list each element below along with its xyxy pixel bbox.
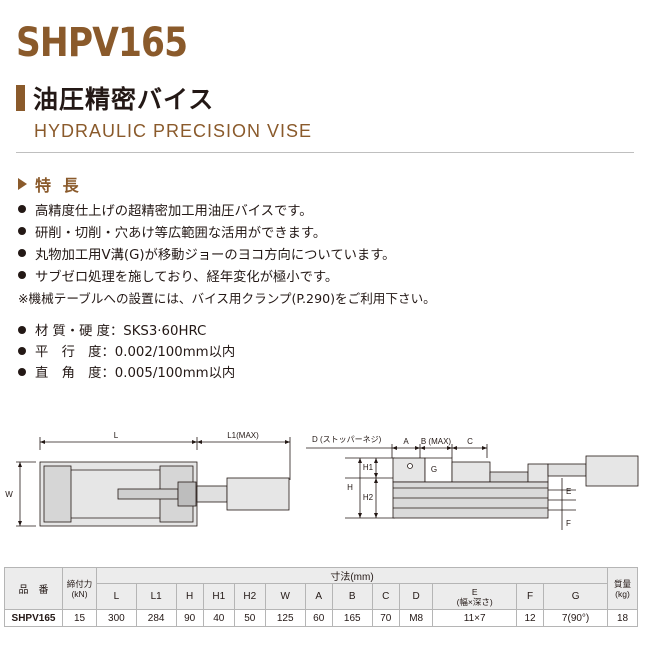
col-header-h: H <box>175 583 204 610</box>
col-header-force: 締付力(kN) <box>62 567 97 610</box>
feature-item: サブゼロ処理を施しており、経年変化が極小です。 <box>18 264 638 286</box>
triangle-bullet-icon <box>18 178 27 190</box>
col-header-dims: 寸法(mm) <box>96 567 608 584</box>
cell-b: 165 <box>331 609 373 627</box>
col-header-w: W <box>264 583 306 610</box>
cell-e: 11×7 <box>432 609 517 627</box>
cell-a: 60 <box>304 609 333 627</box>
cell-h1: 40 <box>202 609 235 627</box>
cell-force: 15 <box>62 609 97 627</box>
installation-note: ※機械テーブルへの設置には、バイス用クランプ(P.290)をご利用下さい。 <box>18 290 436 306</box>
col-header-weight: 質量(kg) <box>607 567 638 610</box>
bullet-icon <box>18 249 26 257</box>
side-view-arrows <box>358 446 487 518</box>
col-header-l1: L1 <box>135 583 177 610</box>
feature-item: 高精度仕上げの超精密加工用油圧バイスです。 <box>18 198 638 220</box>
col-header-e-sub: (幅×深さ) <box>456 596 493 607</box>
spec-value: ：SKS3·60HRC <box>109 324 207 339</box>
cell-d: M8 <box>398 609 434 627</box>
col-header-f: F <box>515 583 545 610</box>
cell-l1: 284 <box>135 609 177 627</box>
bullet-icon <box>18 271 26 279</box>
model-number: SHPV165 <box>16 20 188 66</box>
spec-label: 材 質・硬 度 <box>35 324 110 339</box>
col-header-weight-unit: (kg) <box>615 588 630 599</box>
title-accent-bar <box>16 85 25 111</box>
divider-top <box>16 152 634 153</box>
feature-text: 研削・切削・穴あけ等広範囲な活用ができます。 <box>35 225 327 241</box>
col-header-e: E(幅×深さ) <box>432 583 517 610</box>
spec-item: 直 角 度：0.005/100mm以内 <box>18 361 638 382</box>
dim-label-e: E <box>566 487 571 496</box>
feature-item: 丸物加工用V溝(G)が移動ジョーのヨコ方向についています。 <box>18 242 638 264</box>
spec-value: ：0.002/100mm以内 <box>101 345 236 360</box>
dim-label-h2: H2 <box>363 493 374 502</box>
feature-text: 高精度仕上げの超精密加工用油圧バイスです。 <box>35 203 313 219</box>
dim-label-c: C <box>467 437 473 446</box>
col-header-a: A <box>304 583 333 610</box>
bullet-icon <box>18 205 26 213</box>
col-header-h2: H2 <box>233 583 266 610</box>
col-header-weight-label: 質量 <box>613 578 631 589</box>
spec-value: ：0.005/100mm以内 <box>101 366 236 381</box>
dim-label-a: A <box>403 437 409 446</box>
cell-f: 12 <box>515 609 545 627</box>
features-list: 高精度仕上げの超精密加工用油圧バイスです。 研削・切削・穴あけ等広範囲な活用がで… <box>18 198 638 308</box>
cell-weight: 18 <box>607 609 638 627</box>
feature-item: 研削・切削・穴あけ等広範囲な活用ができます。 <box>18 220 638 242</box>
table-row: SHPV165 15 300 284 90 40 50 125 60 165 7… <box>4 609 638 627</box>
spec-label: 直 角 度 <box>35 366 102 381</box>
col-header-name: 品 番 <box>4 567 63 610</box>
feature-text: 丸物加工用V溝(G)が移動ジョーのヨコ方向についています。 <box>35 247 396 263</box>
col-header-c: C <box>371 583 400 610</box>
product-title: 油圧精密バイス <box>16 80 214 116</box>
technical-drawings: L L1(MAX) W <box>5 431 639 530</box>
col-header-force-label: 締付力 <box>66 578 93 589</box>
cell-w: 125 <box>264 609 306 627</box>
spec-item: 平 行 度：0.002/100mm以内 <box>18 340 638 361</box>
title-english: HYDRAULIC PRECISION VISE <box>34 121 313 141</box>
col-header-h1: H1 <box>202 583 235 610</box>
col-header-g: G <box>543 583 608 610</box>
cell-h: 90 <box>175 609 204 627</box>
col-header-force-unit: (kN) <box>71 588 88 599</box>
bullet-icon <box>18 227 26 235</box>
cell-c: 70 <box>371 609 400 627</box>
spec-list: 材 質・硬 度：SKS3·60HRC 平 行 度：0.002/100mm以内 直… <box>18 319 638 382</box>
dim-label-b: B (MAX) <box>421 437 452 446</box>
cell-g: 7(90°) <box>543 609 608 627</box>
cell-l: 300 <box>96 609 137 627</box>
dim-label-h1: H1 <box>363 463 374 472</box>
features-heading: 特 長 <box>18 172 82 196</box>
dim-label-l1: L1(MAX) <box>227 431 259 440</box>
feature-text: サブゼロ処理を施しており、経年変化が極小です。 <box>35 269 339 285</box>
dim-label-d: D (ストッパーネジ) <box>312 435 382 444</box>
side-view-drawing <box>306 444 639 530</box>
top-view-arrows <box>18 440 290 526</box>
dim-label-w: W <box>5 490 13 499</box>
bullet-icon <box>18 325 26 334</box>
spec-table: 品 番 締付力(kN) 寸法(mm) 質量(kg) L L1 H H1 H2 W… <box>4 567 638 627</box>
spec-label: 平 行 度 <box>35 345 102 360</box>
col-header-d: D <box>398 583 434 610</box>
spec-item: 材 質・硬 度：SKS3·60HRC <box>18 319 638 340</box>
top-view-drawing <box>16 437 291 527</box>
col-header-l: L <box>96 583 137 610</box>
bullet-icon <box>18 346 26 355</box>
features-title: 特 長 <box>35 176 82 195</box>
dim-label-h: H <box>347 483 353 492</box>
cell-model: SHPV165 <box>4 609 63 627</box>
dim-label-l: L <box>114 431 119 440</box>
dim-label-f: F <box>566 519 571 528</box>
col-header-e-label: E <box>471 586 478 597</box>
dim-label-g: G <box>431 465 437 474</box>
title-japanese: 油圧精密バイス <box>33 85 215 114</box>
cell-h2: 50 <box>233 609 266 627</box>
col-header-b: B <box>331 583 373 610</box>
bullet-icon <box>18 367 26 376</box>
